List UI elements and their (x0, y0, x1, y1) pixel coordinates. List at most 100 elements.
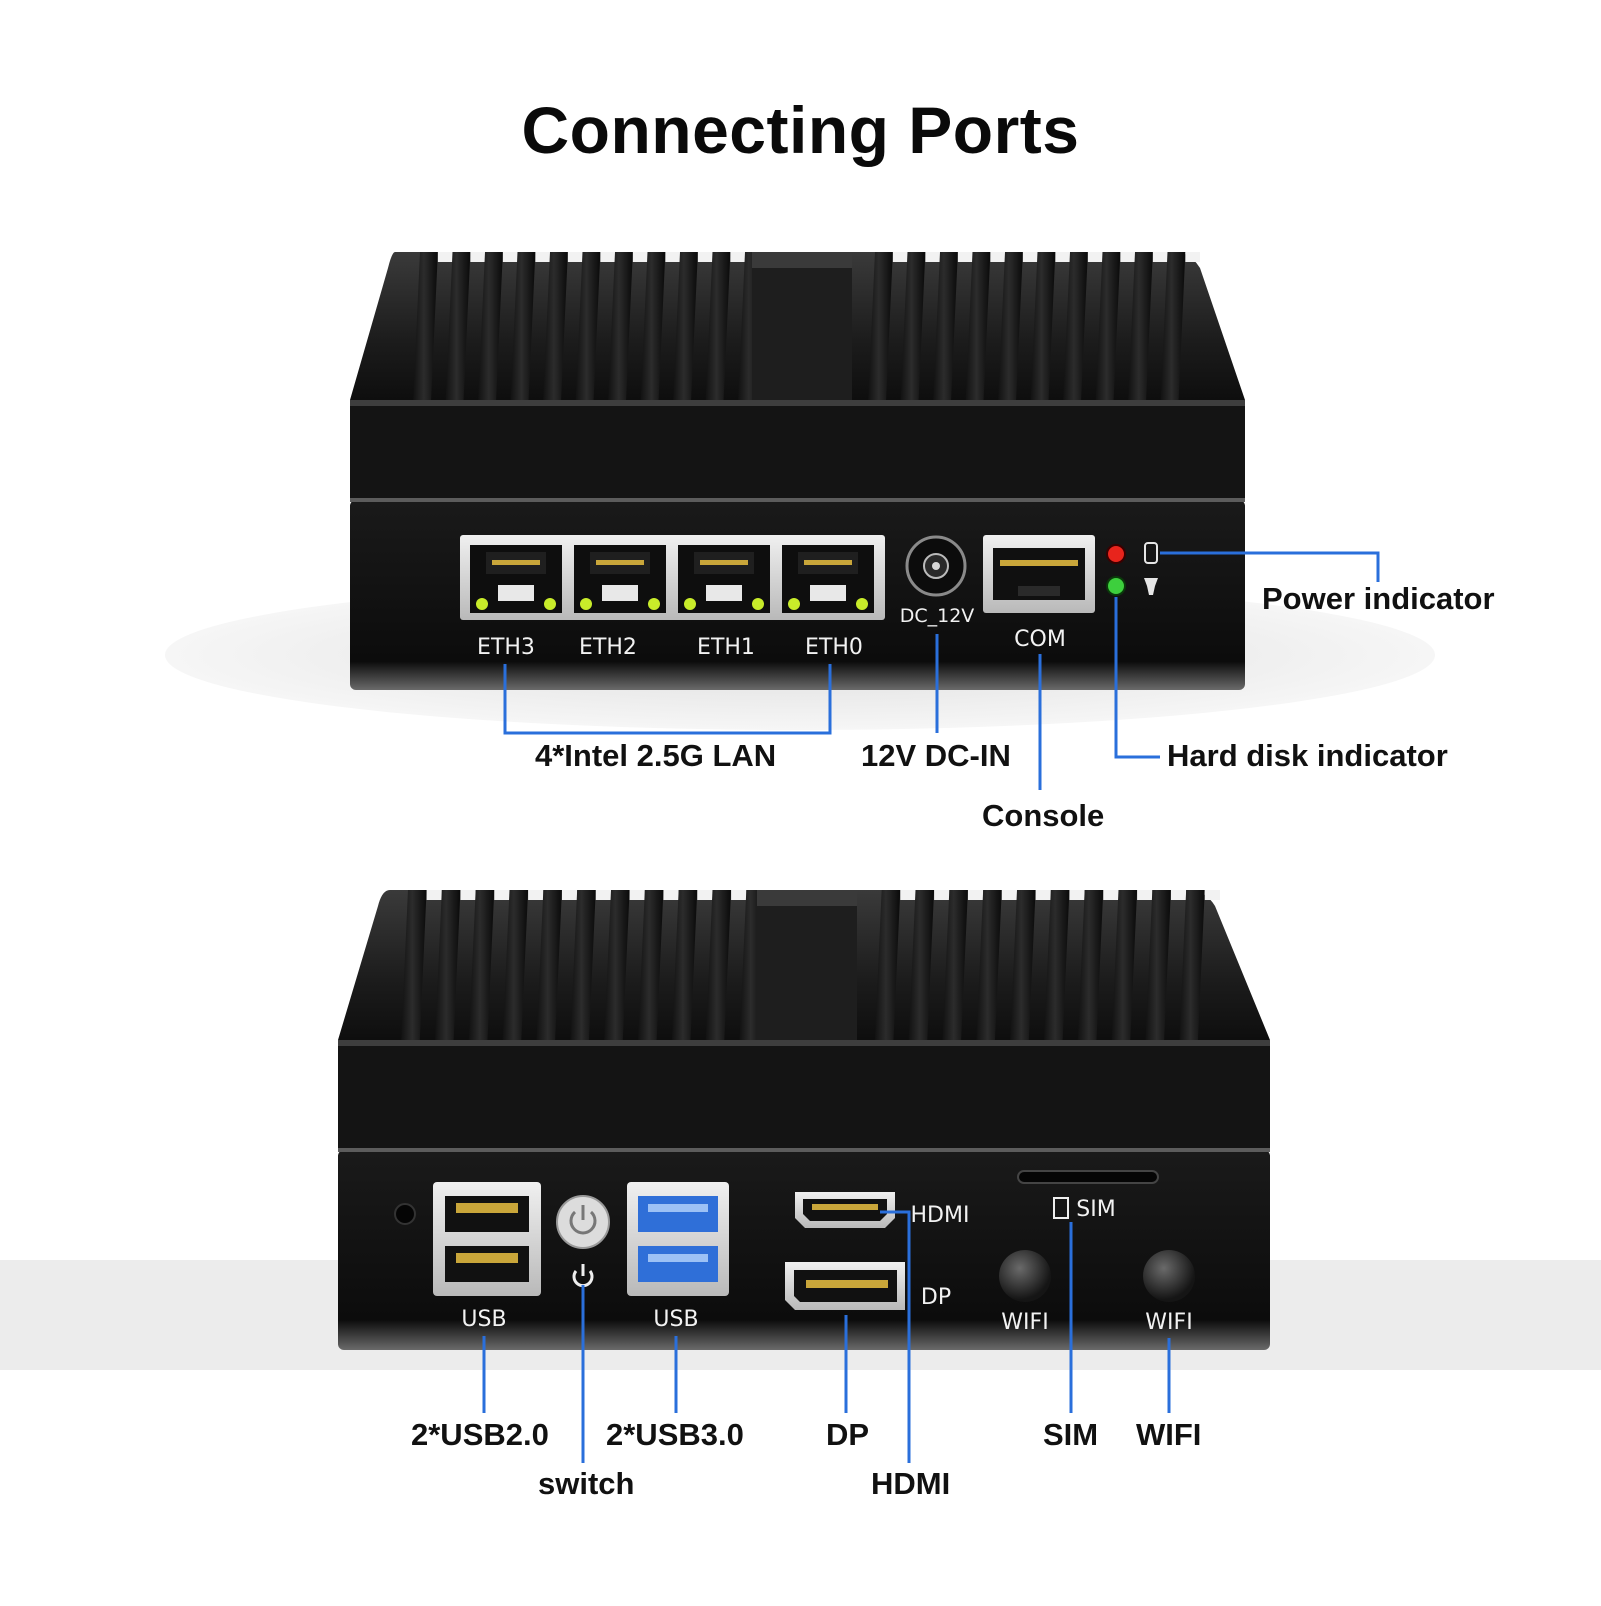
callout-lan: 4*Intel 2.5G LAN (535, 738, 777, 773)
callout-dp: DP (826, 1417, 870, 1452)
fin-highlight (567, 252, 583, 262)
rj45-latch (498, 585, 534, 601)
fin-highlight (1120, 252, 1135, 262)
port-label-hdmi: HDMI (911, 1203, 970, 1228)
rj45-contacts (700, 560, 748, 565)
fin-highlight (629, 890, 645, 900)
callout-usb2: 2*USB2.0 (411, 1417, 549, 1452)
port-label-usb3: USB (653, 1307, 698, 1332)
power-symbol-icon (569, 1210, 597, 1235)
top-device: ETH3 ETH2 ETH1 ETH0 DC_12V COM (350, 252, 1245, 690)
lan-led-icon (648, 598, 660, 610)
fin-highlight (1001, 890, 1017, 900)
fin-highlight (632, 252, 648, 262)
fin-highlight (561, 890, 578, 900)
fin-highlight (1185, 252, 1200, 262)
fin-highlight (697, 252, 713, 262)
port-label-eth2: ETH2 (579, 635, 637, 660)
sim-symbol-icon (1053, 1197, 1069, 1219)
fin-highlight (502, 252, 518, 262)
rj45-contacts (492, 560, 540, 565)
usb2-ports-icon (433, 1182, 541, 1296)
callout-power-indicator: Power indicator (1262, 581, 1495, 616)
top-leader-lines (503, 551, 1380, 790)
rj45-latch (706, 585, 742, 601)
lan-led-icon (752, 598, 764, 610)
fin-highlight (1152, 252, 1168, 262)
fin-highlight (1022, 252, 1038, 262)
rj45-latch (810, 585, 846, 601)
callout-hdd-indicator: Hard disk indicator (1167, 738, 1448, 773)
com-port-icon (983, 535, 1095, 613)
fin-highlight (437, 252, 453, 262)
port-label-usb2: USB (461, 1307, 506, 1332)
fin-highlight (1137, 890, 1153, 900)
hdd-symbol-icon (1144, 542, 1158, 564)
fin-highlight (697, 890, 713, 900)
fin-highlight (1170, 890, 1187, 900)
fin-highlight (663, 890, 679, 900)
fin-highlight (957, 252, 973, 262)
callout-switch: switch (538, 1466, 635, 1501)
fin-highlight (470, 252, 485, 262)
fin-highlight (1103, 890, 1119, 900)
sim-slot-icon (1017, 1170, 1159, 1184)
rj45-contacts (596, 560, 644, 565)
wifi-antenna-left-icon (999, 1250, 1051, 1302)
power-symbol-icon (1144, 578, 1158, 595)
hdmi-port-icon (795, 1192, 895, 1228)
hdd-led-icon (1106, 576, 1126, 596)
fin-highlight (900, 890, 916, 900)
fin-highlight (528, 890, 544, 900)
port-label-wifi-left: WIFI (1001, 1310, 1048, 1335)
callout-console: Console (982, 798, 1105, 833)
bottom-device: USB USB HDMI DP SIM WIFI WIFI (338, 890, 1270, 1350)
power-button[interactable] (556, 1195, 610, 1249)
rj45-latch (602, 585, 638, 601)
fin-highlight (460, 890, 476, 900)
callout-wifi: WIFI (1136, 1417, 1202, 1452)
fin-highlight (600, 252, 615, 262)
usb3-ports-icon (627, 1182, 729, 1296)
lan-led-icon (684, 598, 696, 610)
callout-hdmi: HDMI (871, 1466, 951, 1501)
fin-highlight (934, 890, 950, 900)
lan-led-icon (580, 598, 592, 610)
displayport-icon (785, 1262, 905, 1310)
lan-led-icon (788, 598, 800, 610)
fin-highlight (535, 252, 550, 262)
fin-highlight (1069, 890, 1085, 900)
callout-dc-in: 12V DC-IN (861, 738, 1011, 773)
callout-sim: SIM (1043, 1417, 1099, 1452)
fin-highlight (925, 252, 940, 262)
port-label-eth1: ETH1 (697, 635, 755, 660)
port-label-sim: SIM (1076, 1197, 1115, 1222)
lan-led-icon (544, 598, 556, 610)
wifi-antenna-right-icon (1143, 1250, 1195, 1302)
port-label-com: COM (1014, 627, 1066, 652)
fin-highlight (731, 890, 747, 900)
port-label-eth0: ETH0 (805, 635, 863, 660)
fin-highlight (1055, 252, 1070, 262)
page-title: Connecting Ports (521, 93, 1080, 167)
fin-highlight (967, 890, 984, 900)
fin-highlight (990, 252, 1005, 262)
reset-hole-icon (394, 1203, 416, 1225)
port-label-dc: DC_12V (900, 605, 975, 627)
lan-led-icon (856, 598, 868, 610)
fin-highlight (426, 890, 442, 900)
fin-highlight (1087, 252, 1103, 262)
port-label-dp: DP (921, 1285, 951, 1310)
fin-highlight (595, 890, 611, 900)
callout-usb3: 2*USB3.0 (606, 1417, 744, 1452)
power-led-icon (1106, 544, 1126, 564)
fin-highlight (665, 252, 680, 262)
ethernet-ports (470, 545, 874, 613)
fin-highlight (892, 252, 908, 262)
fin-highlight (730, 252, 745, 262)
rj45-contacts (804, 560, 852, 565)
fin-highlight (494, 890, 510, 900)
fin-highlight (1035, 890, 1051, 900)
